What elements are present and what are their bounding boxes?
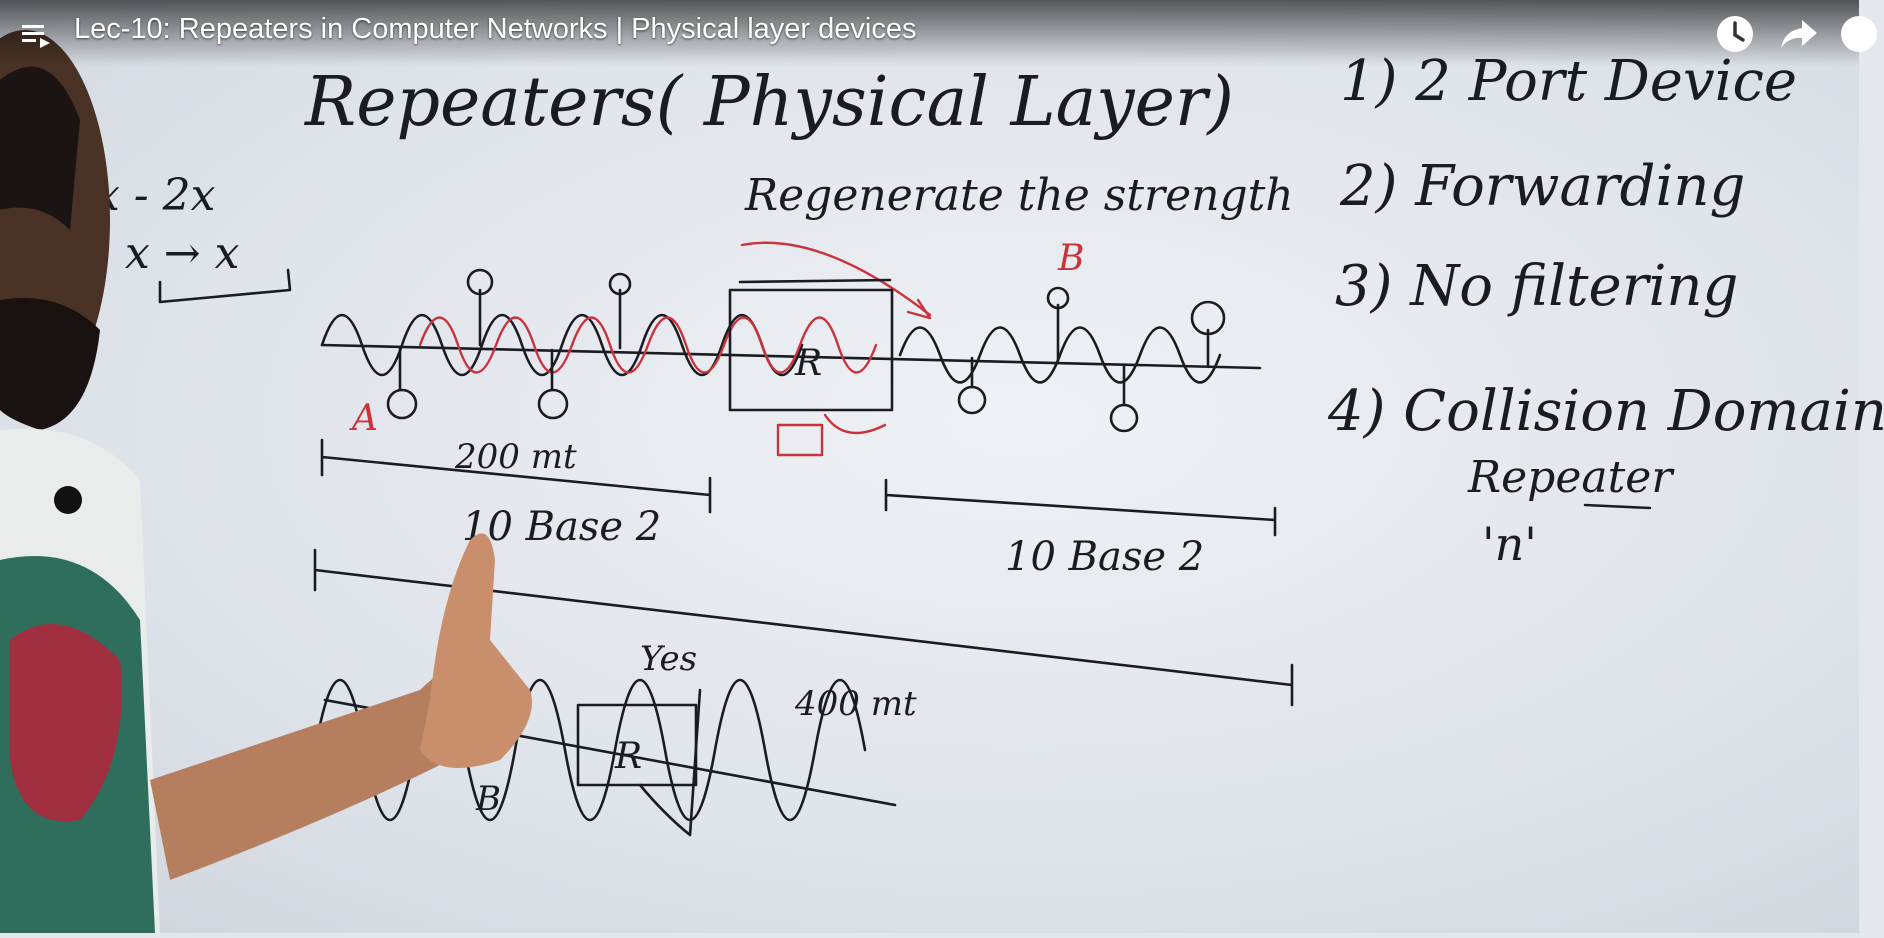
- presenter-microphone: [54, 486, 82, 514]
- list-item-3: 3) No filtering: [1335, 254, 1738, 319]
- note-x-to-x: x → x: [125, 228, 240, 279]
- repeater-label-lower: R: [614, 736, 642, 777]
- note-x-2x: x - 2x: [95, 170, 216, 221]
- presenter-hand: [420, 533, 532, 768]
- annotation-arrowhead: [906, 298, 932, 320]
- list-sub-repeater: Repeater: [1467, 452, 1675, 503]
- label-10base2-right: 10 Base 2: [1005, 534, 1204, 580]
- presenter-figure: [0, 30, 532, 933]
- watch-later-button[interactable]: [1711, 10, 1759, 58]
- repeater-box-top: [738, 278, 892, 284]
- presenter-hair: [0, 66, 80, 231]
- video-top-bar: Lec-10: Repeaters in Computer Networks |…: [0, 0, 1877, 66]
- video-title[interactable]: Lec-10: Repeaters in Computer Networks |…: [74, 13, 917, 45]
- presenter-beard: [0, 298, 100, 430]
- presenter-arm: [150, 665, 505, 880]
- properties-list: 1) 2 Port Device 2) Forwarding 3) No fil…: [1327, 49, 1884, 444]
- list-item-2: 2) Forwarding: [1339, 154, 1745, 219]
- info-circle-icon: [1841, 16, 1877, 52]
- repeater-underline: [1583, 503, 1652, 510]
- repeater-box: [728, 288, 894, 412]
- signal-wave-right: [898, 326, 1222, 384]
- board-heading: Repeaters( Physical Layer): [303, 63, 1234, 142]
- measure-200: [320, 438, 712, 514]
- repeater-label: R: [794, 343, 822, 384]
- label-b: B: [1057, 238, 1084, 279]
- board-annotation: Regenerate the strength: [744, 170, 1294, 221]
- lower-curve: [638, 688, 702, 837]
- repeater-port-box: [776, 423, 824, 457]
- playlist-icon: [22, 25, 50, 48]
- note-bracket: [158, 268, 292, 304]
- measure-right: [884, 478, 1277, 537]
- annotation-arrow: [740, 241, 932, 317]
- presenter-shirt-graphic: [10, 624, 122, 822]
- list-sub-n: 'n': [1482, 517, 1537, 571]
- clock-icon: [1717, 16, 1753, 52]
- signal-wave-red: [418, 316, 878, 374]
- label-b-lower: B: [475, 779, 501, 819]
- label-yes: Yes: [640, 639, 697, 679]
- label-10base2-left: 10 Base 2: [462, 504, 661, 550]
- info-button[interactable]: [1836, 10, 1884, 58]
- station-nodes-upper: [386, 268, 1226, 433]
- label-a: A: [349, 398, 378, 439]
- label-200mt: 200 mt: [454, 437, 577, 477]
- list-item-4: 4) Collision Domain: [1327, 379, 1884, 444]
- repeater-port-arrow: [823, 413, 887, 435]
- playlist-button[interactable]: [20, 18, 54, 52]
- signal-wave-left: [320, 313, 804, 377]
- share-arrow-icon: [1781, 20, 1817, 48]
- share-button[interactable]: [1775, 10, 1823, 58]
